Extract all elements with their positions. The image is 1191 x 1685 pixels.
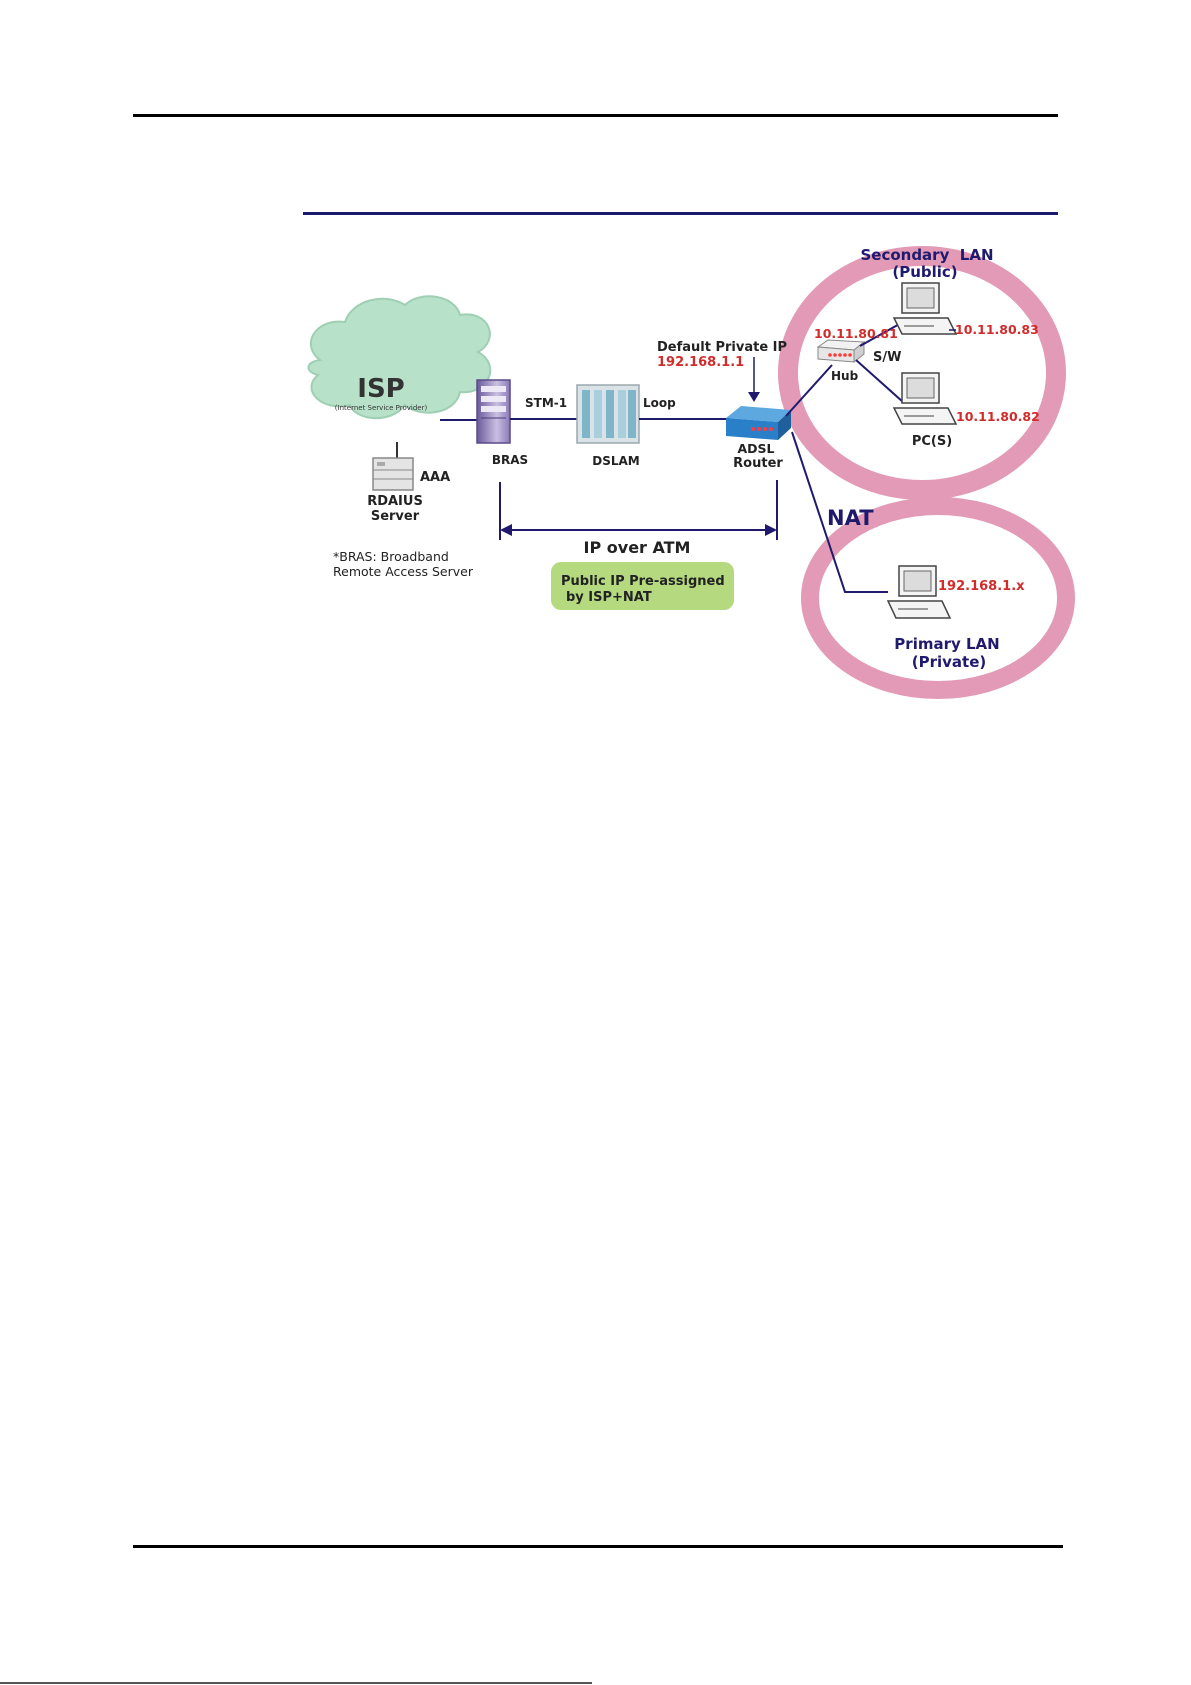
top-rule xyxy=(133,114,1058,117)
bottom-rule xyxy=(133,1545,1063,1548)
isp-title: ISP xyxy=(357,374,404,404)
router-label-line1: ADSL xyxy=(737,441,774,456)
aaa-label: AAA xyxy=(420,470,450,485)
isp-cloud xyxy=(307,295,492,420)
default-ip-label: Default Private IP xyxy=(657,340,787,355)
pcs-label: PC(S) xyxy=(912,434,952,449)
bras-label: BRAS xyxy=(492,453,528,467)
pc-icon-82 xyxy=(892,372,958,425)
public-ip-line1: Public IP Pre-assigned xyxy=(561,574,725,589)
sw-label: S/W xyxy=(873,350,901,365)
bras-note-line1: *BRAS: Broadband xyxy=(333,549,449,564)
radius-label-line1: RDAIUS xyxy=(367,494,423,509)
ip-over-atm-label: IP over ATM xyxy=(584,538,691,557)
loop-label: Loop xyxy=(643,396,676,410)
radius-label-line2: Server xyxy=(371,509,420,524)
ip-private-label: 192.168.1.x xyxy=(938,579,1025,594)
secondary-lan-line1: Secondary LAN xyxy=(860,246,993,264)
dslam-icon xyxy=(576,384,640,444)
radius-server-icon xyxy=(372,457,414,491)
adsl-router-icon xyxy=(726,406,791,440)
bras-note-line2: Remote Access Server xyxy=(333,564,474,579)
secondary-lan-line2: (Public) xyxy=(892,263,957,281)
ip-83-label: 10.11.80.83 xyxy=(955,322,1039,337)
stm-label: STM-1 xyxy=(525,396,567,410)
primary-lan-line1: Primary LAN xyxy=(894,635,999,653)
pc-icon-83 xyxy=(892,282,958,335)
bras-server-icon xyxy=(476,379,511,444)
isp-subtitle: (Internet Service Provider) xyxy=(335,404,428,412)
nat-label: NAT xyxy=(827,506,874,530)
pc-icon-private xyxy=(886,565,952,619)
ip-81-label: 10.11.80.81 xyxy=(814,326,898,341)
router-label-line2: Router xyxy=(733,456,783,471)
public-ip-line2: by ISP+NAT xyxy=(566,590,652,605)
ip-82-label: 10.11.80.82 xyxy=(956,409,1040,424)
hub-icon xyxy=(816,339,866,364)
section-rule xyxy=(303,212,1058,215)
public-ip-box xyxy=(551,562,734,610)
default-ip-value: 192.168.1.1 xyxy=(657,355,744,370)
primary-lan-ring xyxy=(801,497,1075,699)
footer-rule xyxy=(0,1682,592,1684)
dslam-label: DSLAM xyxy=(592,454,639,468)
hub-label: Hub xyxy=(831,369,859,383)
primary-lan-line2: (Private) xyxy=(912,653,987,671)
